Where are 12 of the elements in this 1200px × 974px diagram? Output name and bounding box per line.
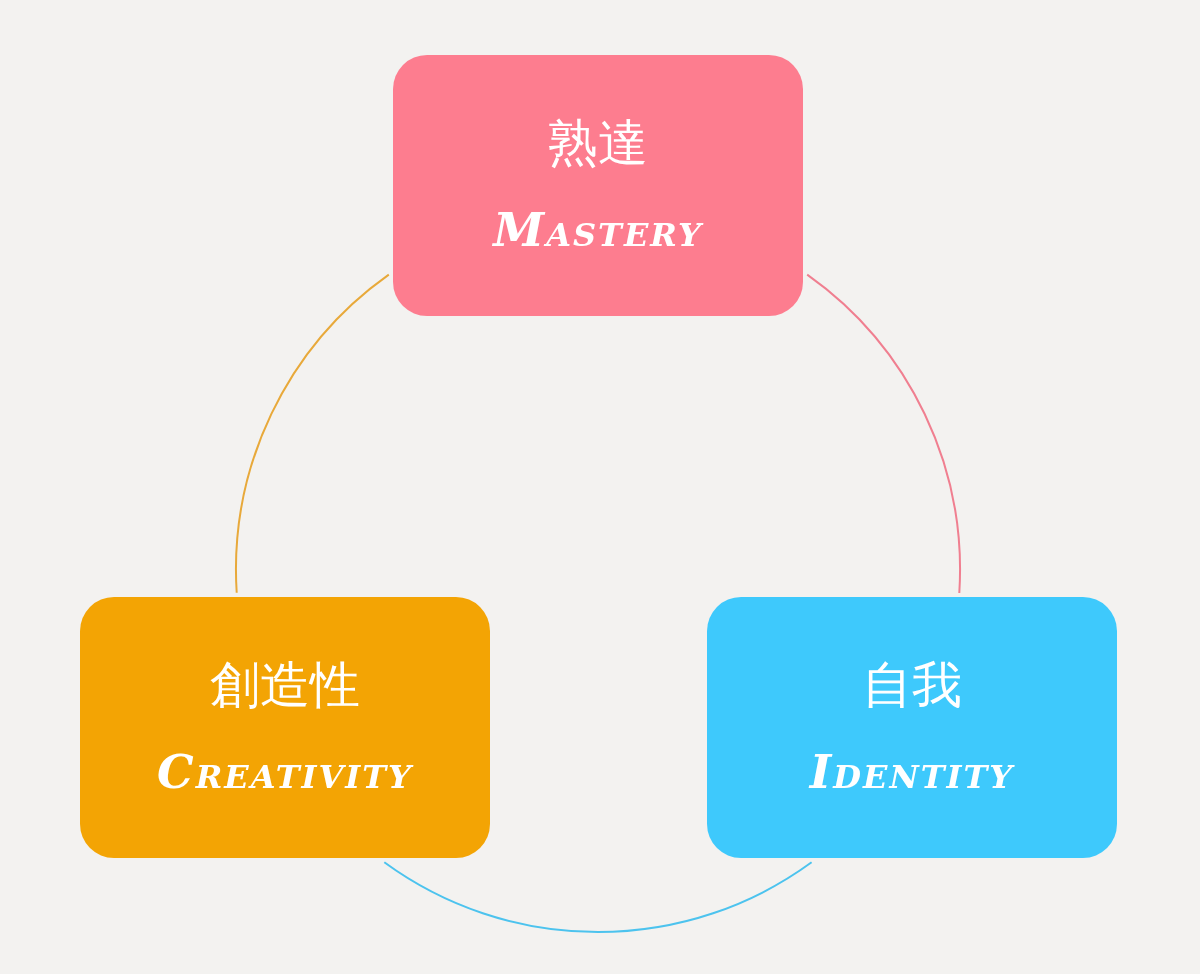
subtitle-text: Creativity xyxy=(157,746,413,798)
connector-arc xyxy=(806,273,961,594)
rounded-box xyxy=(393,55,803,316)
heading-text: 創造性 xyxy=(210,657,360,713)
connector-arc xyxy=(235,273,390,594)
heading-text: 自我 xyxy=(862,657,962,713)
subtitle-text: Mastery xyxy=(493,204,703,256)
subtitle-text: Identity xyxy=(809,746,1015,798)
heading-text: 熟達 xyxy=(548,115,648,171)
connector-arc xyxy=(383,861,813,933)
rounded-box xyxy=(707,597,1117,858)
rounded-box xyxy=(80,597,490,858)
